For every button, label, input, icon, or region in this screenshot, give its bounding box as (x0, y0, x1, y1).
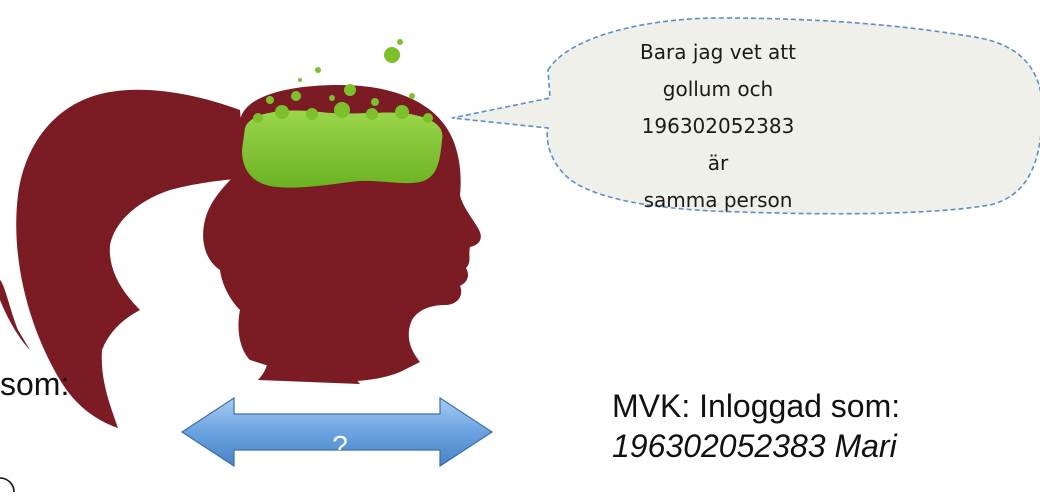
brain-bubbles (253, 39, 433, 123)
speech-line: gollum och (662, 77, 774, 101)
speech-line: samma person (643, 188, 793, 212)
speech-line: 196302052383 är (641, 114, 795, 175)
brain-liquid (242, 110, 443, 188)
left-login-label: som: (0, 366, 70, 402)
speech-bubble (451, 17, 1040, 215)
partial-circle-icon (0, 477, 15, 493)
mvk-login-label: MVK: Inloggad som: 196302052383 Mari (612, 386, 900, 466)
speech-bubble-text: Bara jag vet att gollum och 196302052383… (638, 34, 798, 219)
speech-line: Bara jag vet att (640, 40, 796, 64)
mvk-login-id: 196302052383 Mari (612, 428, 897, 464)
double-arrow (180, 396, 494, 468)
arrow-question-mark: ? (332, 430, 348, 461)
mvk-login-line: MVK: Inloggad som: (612, 388, 901, 424)
